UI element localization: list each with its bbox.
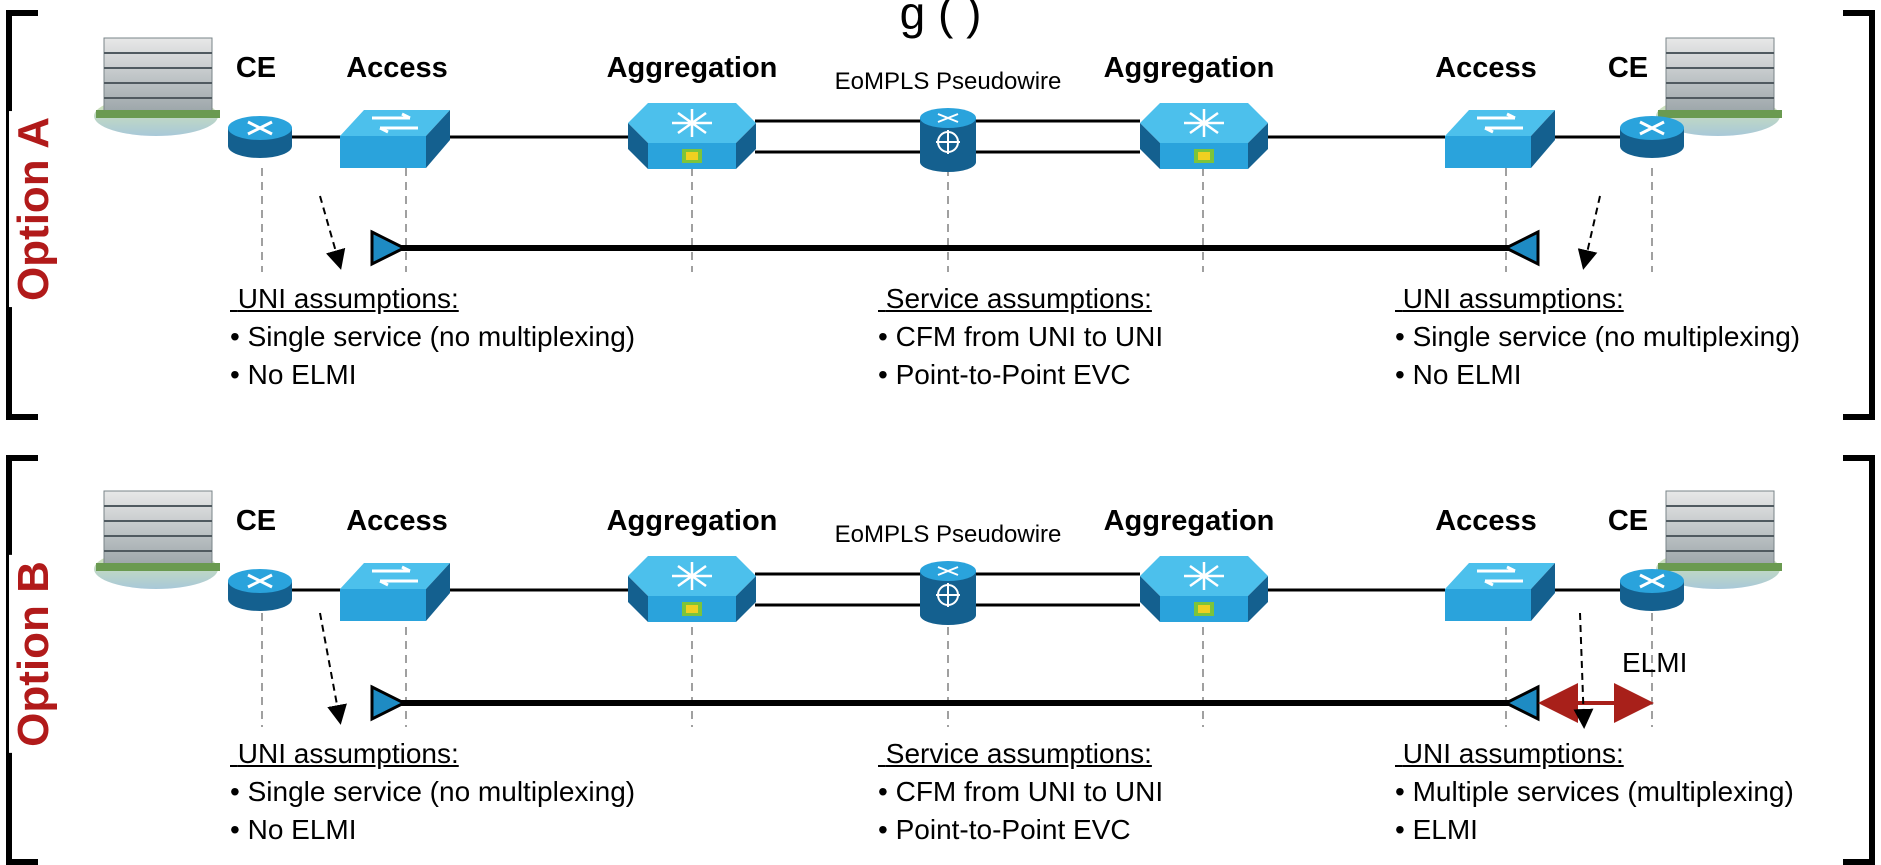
switch-icon: [340, 563, 450, 621]
building-icon: [94, 490, 220, 589]
service-assumptions: Service assumptions: CFM from UNI to UNI…: [878, 735, 1163, 849]
uni-assumptions-right: UNI assumptions: Single service (no mult…: [1395, 280, 1800, 394]
assumption-bullet: Point-to-Point EVC: [878, 356, 1163, 394]
assumption-bullet: CFM from UNI to UNI: [878, 773, 1164, 811]
assumption-bullet: Point-to-Point EVC: [878, 811, 1163, 849]
network-diagram: [94, 37, 1782, 272]
assumptions-heading: UNI assumptions:: [237, 738, 459, 769]
page-title: g ( ): [899, 0, 982, 39]
assumptions-heading: UNI assumptions:: [1402, 283, 1624, 314]
building-icon: [94, 37, 220, 136]
label-access-left: Access: [346, 505, 448, 537]
mpls-router-icon: [920, 561, 976, 625]
label-elmi: ELMI: [1622, 647, 1688, 678]
right-bracket: [1843, 10, 1875, 420]
assumption-bullet: CFM from UNI to UNI: [878, 318, 1164, 356]
label-ce-left: CE: [235, 52, 277, 84]
label-ce-right: CE: [1607, 505, 1649, 537]
label-pseudowire: EoMPLS Pseudowire: [834, 521, 1062, 548]
mep-right: [1502, 684, 1540, 722]
option-b-panel: Option B: [0, 445, 1881, 865]
aggregation-switch-icon: [628, 103, 756, 169]
assumptions-heading: UNI assumptions:: [1402, 738, 1624, 769]
service-assumptions: Service assumptions: CFM from UNI to UNI…: [878, 280, 1163, 394]
uni-assumptions-left: UNI assumptions: Single service (no mult…: [230, 735, 635, 849]
label-aggregation-left: Aggregation: [606, 505, 778, 537]
mep-left: [370, 229, 408, 267]
uni-arrow-left: [319, 195, 346, 270]
building-icon: [1656, 490, 1782, 589]
option-a-panel: Option A: [0, 0, 1881, 420]
uni-assumptions-left: UNI assumptions: Single service (no mult…: [230, 280, 635, 394]
label-ce-right: CE: [1607, 52, 1649, 84]
uni-arrow-right: [1573, 612, 1594, 729]
aggregation-switch-icon: [1140, 103, 1268, 169]
switch-icon: [1445, 110, 1555, 168]
mep-left: [370, 684, 408, 722]
building-icon: [1656, 37, 1782, 136]
label-ce-left: CE: [235, 505, 277, 537]
router-icon: [228, 116, 292, 158]
assumption-bullet: Single service (no multiplexing): [1395, 318, 1801, 356]
dashed-guides: [261, 168, 1653, 272]
assumption-bullet: ELMI: [1395, 811, 1794, 849]
assumption-bullet: Single service (no multiplexing): [230, 318, 636, 356]
network-diagram: [94, 490, 1782, 729]
mpls-router-icon: [920, 108, 976, 172]
label-aggregation-right: Aggregation: [1103, 505, 1275, 537]
dashed-guides: [261, 613, 1653, 727]
label-aggregation-left: Aggregation: [606, 52, 778, 84]
assumption-bullet: Multiple services (multiplexing): [1395, 773, 1794, 811]
assumption-bullet: No ELMI: [1395, 356, 1800, 394]
assumption-bullet: No ELMI: [230, 811, 635, 849]
router-icon: [1620, 116, 1684, 158]
router-icon: [1620, 569, 1684, 611]
switch-icon: [340, 110, 450, 168]
switch-icon: [1445, 563, 1555, 621]
mep-right: [1502, 229, 1540, 267]
label-pseudowire: EoMPLS Pseudowire: [834, 68, 1062, 95]
uni-arrow-left: [319, 612, 347, 725]
assumption-bullet: Single service (no multiplexing): [230, 773, 636, 811]
label-access-left: Access: [346, 52, 448, 84]
assumptions-heading: UNI assumptions:: [237, 283, 459, 314]
label-access-right: Access: [1435, 52, 1537, 84]
aggregation-switch-icon: [1140, 556, 1268, 622]
assumptions-heading: Service assumptions:: [885, 738, 1152, 769]
uni-arrow-right: [1577, 195, 1601, 270]
label-access-right: Access: [1435, 505, 1537, 537]
assumption-bullet: No ELMI: [230, 356, 635, 394]
assumptions-heading: Service assumptions:: [885, 283, 1152, 314]
aggregation-switch-icon: [628, 556, 756, 622]
router-icon: [228, 569, 292, 611]
uni-assumptions-right: UNI assumptions: Multiple services (mult…: [1395, 735, 1794, 849]
label-aggregation-right: Aggregation: [1103, 52, 1275, 84]
